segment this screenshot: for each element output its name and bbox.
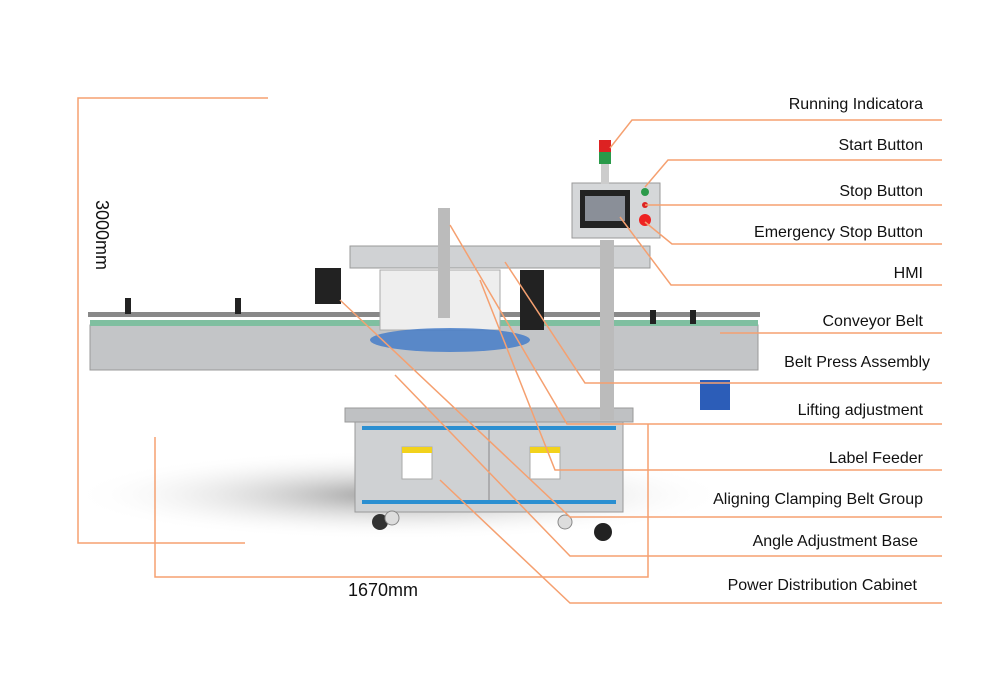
start-button [641, 188, 649, 196]
callout-label-feeder: Label Feeder [828, 450, 923, 467]
running-indicator [599, 140, 611, 152]
callout-emergency-stop: Emergency Stop Button [754, 224, 923, 241]
callout-running-indicator: Running Indicatora [788, 96, 923, 113]
height-dimension: 3000mm [92, 200, 112, 271]
leader-lines [77, 97, 942, 604]
callout-aligning-clamping-belt: Aligning Clamping Belt Group [713, 491, 923, 508]
callout-lifting-adjustment: Lifting adjustment [797, 402, 923, 419]
callout-angle-adjustment-base: Angle Adjustment Base [752, 533, 918, 550]
callout-power-cabinet: Power Distribution Cabinet [727, 577, 917, 594]
callout-belt-press: Belt Press Assembly [784, 354, 930, 371]
motor [700, 380, 730, 410]
width-dimension: 1670mm [348, 580, 419, 600]
callout-hmi: HMI [893, 265, 923, 282]
emergency-stop-button [639, 214, 651, 226]
callout-stop-button: Stop Button [839, 183, 923, 200]
callout-start-button: Start Button [838, 137, 924, 154]
callout-conveyor-belt: Conveyor Belt [822, 313, 924, 330]
